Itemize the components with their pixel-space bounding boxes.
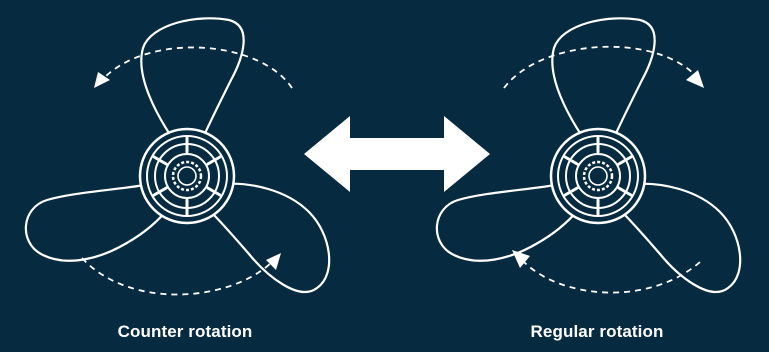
rotation-arrow-top-left (103, 46, 293, 89)
propeller-hub-icon (138, 127, 236, 225)
rotation-arrow-bottom-right (521, 259, 701, 294)
arrowhead-icon (686, 70, 704, 88)
left-propeller (24, 17, 331, 296)
arrowhead-icon (512, 250, 530, 268)
propeller-hub-icon (549, 127, 647, 225)
regular-rotation-label: Regular rotation (530, 322, 664, 341)
arrowhead-icon (94, 72, 110, 88)
swap-arrow-icon (304, 116, 490, 192)
rotation-arrow-bottom-left (81, 257, 273, 296)
right-propeller (435, 17, 742, 294)
arrowhead-icon (266, 253, 281, 270)
rotation-arrow-top-right (503, 45, 695, 89)
counter-rotation-label: Counter rotation (117, 322, 253, 341)
